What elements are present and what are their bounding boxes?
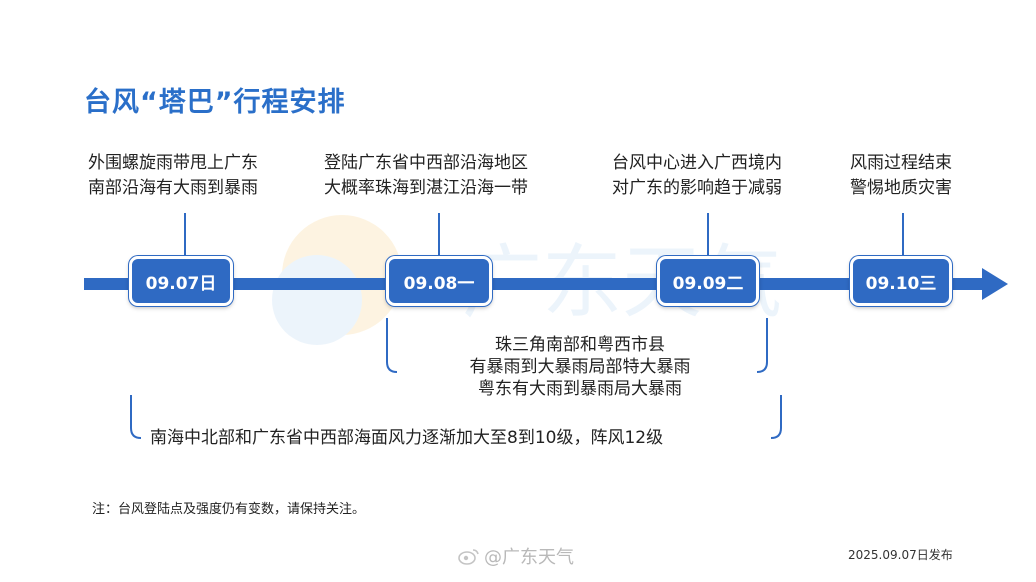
rain-range-text: 珠三角南部和粤西市县 有暴雨到大暴雨局部特大暴雨 粤东有大雨到暴雨局大暴雨 (430, 334, 730, 400)
timeline-arrowhead-icon (982, 268, 1008, 300)
wind-range-bracket (130, 395, 782, 439)
event-4-line-2: 警惕地质灾害 (850, 178, 952, 198)
rain-range-line-3: 粤东有大雨到暴雨局大暴雨 (478, 379, 682, 399)
event-1-line-1: 外围螺旋雨带甩上广东 (88, 153, 258, 173)
event-4-line-1: 风雨过程结束 (850, 153, 952, 173)
connector-line-3 (707, 213, 709, 258)
date-label-2: 09.08一 (403, 273, 475, 294)
event-1-line-2: 南部沿海有大雨到暴雨 (88, 178, 258, 198)
event-text-4: 风雨过程结束 警惕地质灾害 (850, 151, 952, 201)
rain-range-line-2: 有暴雨到大暴雨局部特大暴雨 (469, 357, 691, 377)
timeline-axis (84, 278, 984, 290)
date-box-4: 09.10三 (850, 256, 952, 306)
rain-range-bracket (386, 318, 768, 373)
date-label-1: 09.07日 (145, 273, 217, 294)
event-2-line-2: 大概率珠海到湛江沿海一带 (324, 178, 528, 198)
event-3-line-2: 对广东的影响趋于减弱 (612, 178, 782, 198)
connector-line-2 (438, 213, 440, 258)
date-box-3: 09.09二 (657, 256, 759, 306)
footnote: 注：台风登陆点及强度仍有变数，请保持关注。 (92, 502, 366, 517)
event-text-1: 外围螺旋雨带甩上广东 南部沿海有大雨到暴雨 (88, 151, 258, 201)
connector-line-1 (184, 213, 186, 258)
date-label-4: 09.10三 (865, 273, 937, 294)
event-text-3: 台风中心进入广西境内 对广东的影响趋于减弱 (612, 151, 782, 201)
date-box-2: 09.08一 (386, 256, 492, 306)
event-3-line-1: 台风中心进入广西境内 (612, 153, 782, 173)
connector-line-4 (902, 213, 904, 258)
weibo-watermark: @广东天气 (458, 543, 574, 569)
publish-date: 2025.09.07日发布 (848, 548, 953, 562)
wind-range-label: 南海中北部和广东省中西部海面风力逐渐加大至8到10级，阵风12级 (150, 428, 664, 448)
wind-range-text: 南海中北部和广东省中西部海面风力逐渐加大至8到10级，阵风12级 (150, 427, 770, 449)
event-text-2: 登陆广东省中西部沿海地区 大概率珠海到湛江沿海一带 (324, 151, 528, 201)
event-2-line-1: 登陆广东省中西部沿海地区 (324, 153, 528, 173)
date-box-1: 09.07日 (129, 256, 233, 306)
date-label-3: 09.09二 (672, 273, 744, 294)
weibo-icon (458, 549, 479, 565)
rain-range-line-1: 珠三角南部和粤西市县 (495, 335, 665, 355)
weibo-handle: @广东天气 (484, 547, 574, 568)
page-title: 台风“塔巴”行程安排 (84, 87, 346, 118)
